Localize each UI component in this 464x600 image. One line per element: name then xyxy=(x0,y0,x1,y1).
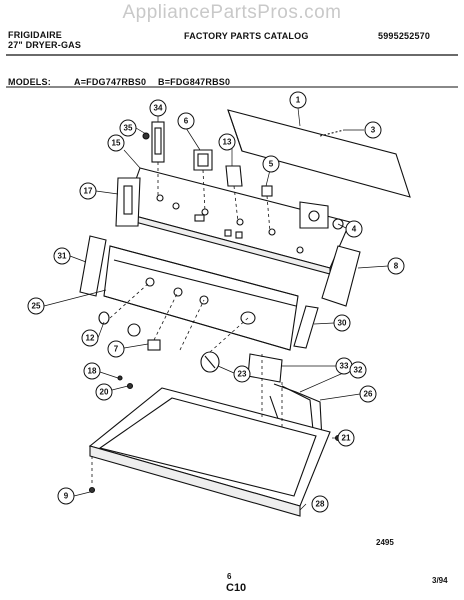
knob-7 xyxy=(147,339,161,351)
watermark: AppliancePartsPros.com xyxy=(122,2,342,23)
callout-25 xyxy=(27,297,45,315)
doc-number: 5995252570 xyxy=(378,31,431,41)
callout-label-32: 32 xyxy=(354,366,363,375)
callout-32 xyxy=(349,361,367,379)
pin xyxy=(142,132,150,140)
callout-label-8: 8 xyxy=(394,262,399,271)
callout-label-21: 21 xyxy=(342,434,351,443)
knob-12 xyxy=(98,311,110,325)
callout-label-25: 25 xyxy=(32,302,41,311)
callout-8 xyxy=(387,257,405,275)
callout-label-28: 28 xyxy=(316,500,325,509)
date-code: 3/94 xyxy=(432,576,448,585)
callout-label-12: 12 xyxy=(86,334,95,343)
callout-label-18: 18 xyxy=(88,367,97,376)
models-label: MODELS: xyxy=(8,77,51,87)
callout-label-15: 15 xyxy=(112,139,121,148)
callout-31 xyxy=(53,247,71,265)
terminal-block xyxy=(247,353,283,383)
callout-20 xyxy=(95,383,113,401)
callout-label-23: 23 xyxy=(238,370,247,379)
callout-label-35: 35 xyxy=(124,124,133,133)
callout-label-6: 6 xyxy=(184,117,189,126)
right-end-cap xyxy=(321,245,361,307)
callout-30 xyxy=(333,314,351,332)
left-bracket-slot xyxy=(123,185,133,215)
knob-12b xyxy=(127,323,141,337)
callout-17 xyxy=(79,182,97,200)
callout-label-9: 9 xyxy=(64,492,69,501)
left-bracket xyxy=(115,177,141,227)
callout-label-31: 31 xyxy=(58,252,67,261)
left-end-cap xyxy=(79,235,107,297)
callout-label-13: 13 xyxy=(223,138,232,147)
control-panel-rear xyxy=(123,167,351,275)
callout-label-5: 5 xyxy=(269,160,274,169)
callout-7 xyxy=(107,340,125,358)
callout-18 xyxy=(83,362,101,380)
product-label: 27" DRYER-GAS xyxy=(8,40,82,50)
callout-12 xyxy=(81,329,99,347)
callout-13 xyxy=(218,133,236,151)
screw-9 xyxy=(88,486,96,494)
callout-label-34: 34 xyxy=(154,104,163,113)
callout-1 xyxy=(289,91,307,109)
motor-assembly xyxy=(299,201,329,229)
screw-18 xyxy=(117,375,123,381)
callout-label-17: 17 xyxy=(84,187,93,196)
callout-label-20: 20 xyxy=(100,388,109,397)
callout-label-1: 1 xyxy=(296,96,301,105)
callout-6 xyxy=(177,112,195,130)
callout-34 xyxy=(149,99,167,117)
catalog-title: FACTORY PARTS CATALOG xyxy=(184,31,309,41)
callout-9 xyxy=(57,487,75,505)
top-cover-strip xyxy=(227,109,411,198)
model-a: A=FDG747RBS0 xyxy=(74,77,147,87)
callout-label-7: 7 xyxy=(114,345,119,354)
callout-35 xyxy=(119,119,137,137)
timer xyxy=(193,149,213,171)
push-switch xyxy=(225,165,243,187)
page-number: 6 xyxy=(227,572,232,581)
switch-small xyxy=(261,185,273,197)
callout-label-3: 3 xyxy=(371,126,376,135)
callout-5 xyxy=(262,155,280,173)
callout-label-33: 33 xyxy=(340,362,349,371)
callout-label-30: 30 xyxy=(338,319,347,328)
callout-label-26: 26 xyxy=(364,390,373,399)
drawing-number: 2495 xyxy=(376,538,394,547)
model-b: B=FDG847RBS0 xyxy=(158,77,231,87)
screw-20 xyxy=(126,382,134,390)
callout-23 xyxy=(233,365,251,383)
top-panel xyxy=(88,387,331,517)
callout-28 xyxy=(311,495,329,513)
brand-label: FRIGIDAIRE xyxy=(8,30,63,40)
callout-26 xyxy=(359,385,377,403)
section-code: C10 xyxy=(226,582,247,594)
trim-strip xyxy=(293,305,319,349)
callout-21 xyxy=(337,429,355,447)
callout-label-4: 4 xyxy=(352,225,357,234)
callout-15 xyxy=(107,134,125,152)
front-console xyxy=(103,245,299,351)
callout-3 xyxy=(364,121,382,139)
callout-4 xyxy=(345,220,363,238)
